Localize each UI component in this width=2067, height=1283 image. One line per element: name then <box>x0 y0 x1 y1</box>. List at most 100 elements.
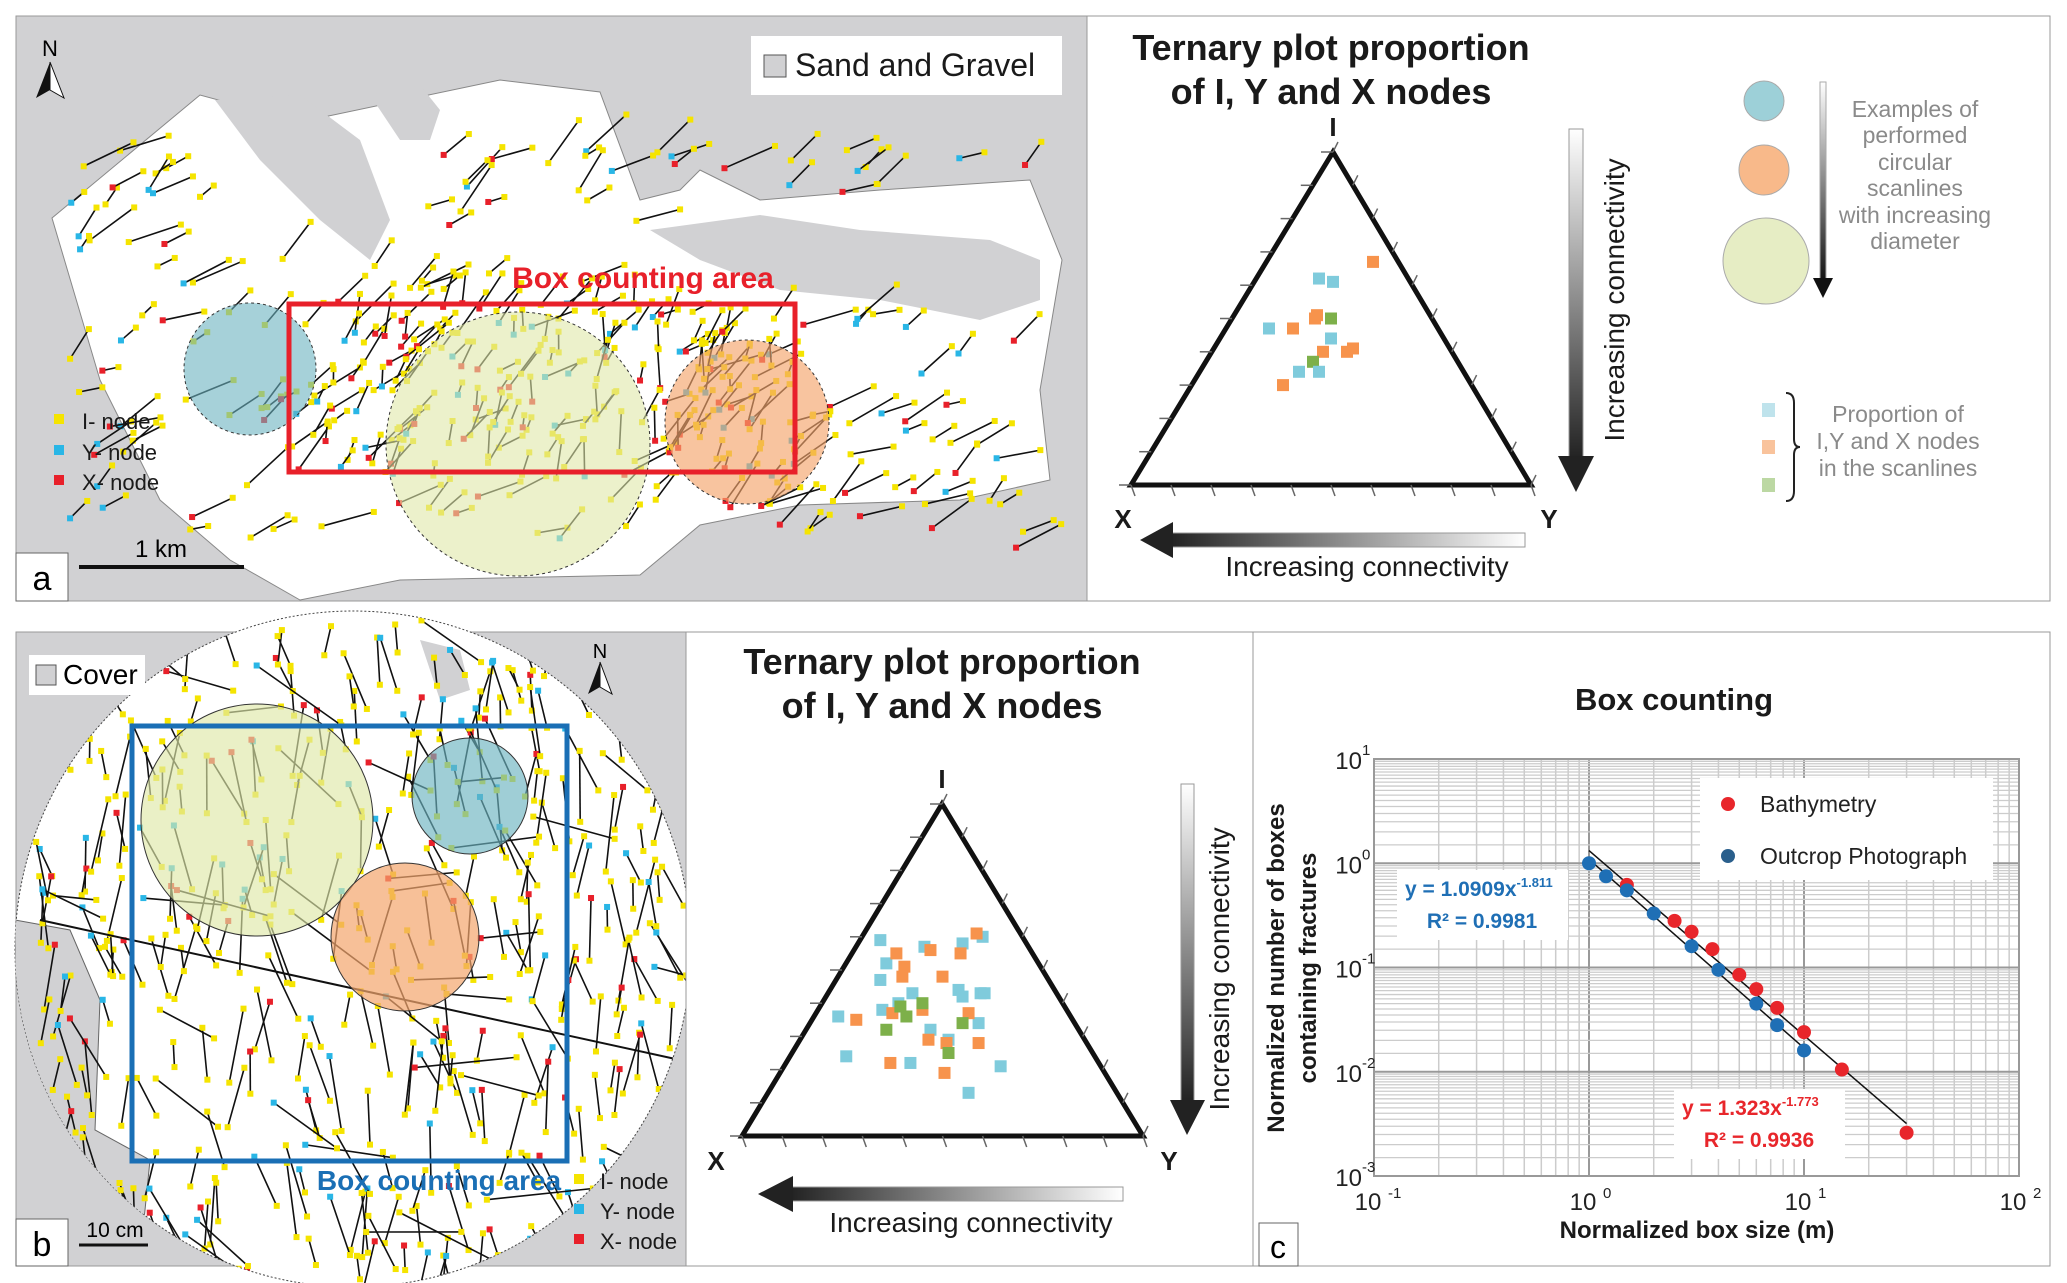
fracture-node <box>934 468 941 475</box>
fracture-node <box>405 773 412 780</box>
node-legend: I- node Y- node X- node <box>574 1169 677 1254</box>
fracture-node <box>291 516 298 523</box>
fracture-node <box>171 1064 178 1071</box>
fracture-node <box>513 1054 520 1061</box>
fracture-node <box>367 1141 374 1148</box>
fracture-line <box>505 932 529 971</box>
fracture-node <box>131 204 138 211</box>
fracture-node <box>353 408 360 415</box>
fracture-node <box>991 417 998 424</box>
fracture-node <box>99 504 106 511</box>
fracture-line <box>508 1094 526 1155</box>
fracture-line <box>613 786 624 830</box>
ternary-tick <box>1122 1092 1129 1104</box>
fracture-node <box>443 1252 450 1259</box>
fracture-node <box>918 370 925 377</box>
fracture-node <box>452 272 459 279</box>
fracture-node <box>870 311 877 318</box>
fracture-node <box>588 275 595 282</box>
fracture-node <box>173 927 180 934</box>
fracture-node <box>614 1033 621 1040</box>
ternary-point-cyan <box>876 1003 889 1016</box>
fracture-node <box>279 255 286 262</box>
fracture-line <box>414 1056 517 1069</box>
fracture-node <box>665 296 672 303</box>
fracture-line <box>122 421 157 453</box>
fracture-node <box>959 398 966 405</box>
fracture-node <box>600 1143 607 1150</box>
fracture-node <box>446 222 453 229</box>
fracture-line <box>1013 313 1041 342</box>
y-tick-label: 10 <box>1335 1061 1362 1088</box>
fracture-node <box>401 1111 408 1118</box>
fracture-node <box>770 315 777 322</box>
fracture-node <box>418 320 425 327</box>
fracture-line <box>594 276 603 301</box>
fracture-node <box>854 167 861 174</box>
fracture-line <box>945 480 973 493</box>
fracture-node <box>327 1193 334 1200</box>
fracture-line <box>518 916 540 975</box>
scanline-legend: Examples of performed circular scanlines… <box>1722 80 1991 305</box>
fracture-line <box>323 625 332 656</box>
fracture-node <box>583 148 590 155</box>
fracture-line <box>273 518 295 530</box>
ternary-point-orange <box>954 947 967 960</box>
y-axis-label: Normalized number of boxes <box>1263 803 1290 1132</box>
fracture-node <box>244 482 251 489</box>
fracture-node <box>101 943 108 950</box>
fracture-line <box>331 389 363 410</box>
fracture-node <box>379 1148 386 1155</box>
fracture-line <box>810 514 831 529</box>
scanline-example-large <box>1722 217 1810 305</box>
fracture-node <box>476 305 483 312</box>
fracture-node <box>91 451 98 458</box>
fracture-node <box>629 1267 636 1274</box>
fracture-line <box>476 1030 484 1061</box>
fracture-line <box>693 320 704 341</box>
fracture-node <box>351 436 358 443</box>
fracture-node <box>668 153 675 160</box>
fracture-node <box>575 187 582 194</box>
ternary-point-cyan <box>1293 365 1305 378</box>
fracture-node <box>84 1092 91 1099</box>
fracture-node <box>302 1086 309 1093</box>
fracture-line <box>69 1018 107 1078</box>
fracture-node <box>787 157 794 164</box>
fracture-node <box>853 320 860 327</box>
fracture-node <box>139 312 146 319</box>
fracture-node <box>533 839 540 846</box>
x-tick-label: 10 <box>1785 1189 1812 1216</box>
x-tick-exponent: 0 <box>1603 1185 1611 1202</box>
i-node-swatch <box>574 1174 584 1184</box>
fracture-line <box>433 657 438 686</box>
fracture-line <box>533 771 539 801</box>
fracture-node <box>76 389 83 396</box>
fracture-node <box>682 348 689 355</box>
fracture-line <box>547 119 580 164</box>
fracture-node <box>485 270 492 277</box>
fracture-node <box>139 981 146 988</box>
fracture-node <box>487 973 494 980</box>
fracture-node <box>533 750 540 757</box>
fracture-node <box>211 1175 218 1182</box>
fracture-node <box>182 676 189 683</box>
fracture-line <box>250 514 289 539</box>
ternary-point-cyan <box>1263 322 1275 335</box>
fracture-line <box>376 637 381 685</box>
fracture-node <box>386 1071 393 1078</box>
fracture-node <box>122 791 129 798</box>
fracture-node <box>969 330 976 337</box>
fracture-node <box>440 1032 447 1039</box>
ternary-point-cyan <box>978 987 991 1000</box>
fracture-line <box>671 143 710 158</box>
fracture-line <box>602 752 648 791</box>
fracture-line <box>307 1099 321 1139</box>
fracture-node <box>890 443 897 450</box>
y-tick-exponent: 0 <box>1362 846 1370 863</box>
fracture-node <box>386 359 393 366</box>
fracture-node <box>207 1241 214 1248</box>
panel-letter: a <box>33 560 52 598</box>
fracture-node <box>296 1166 303 1173</box>
fracture-node <box>216 949 223 956</box>
